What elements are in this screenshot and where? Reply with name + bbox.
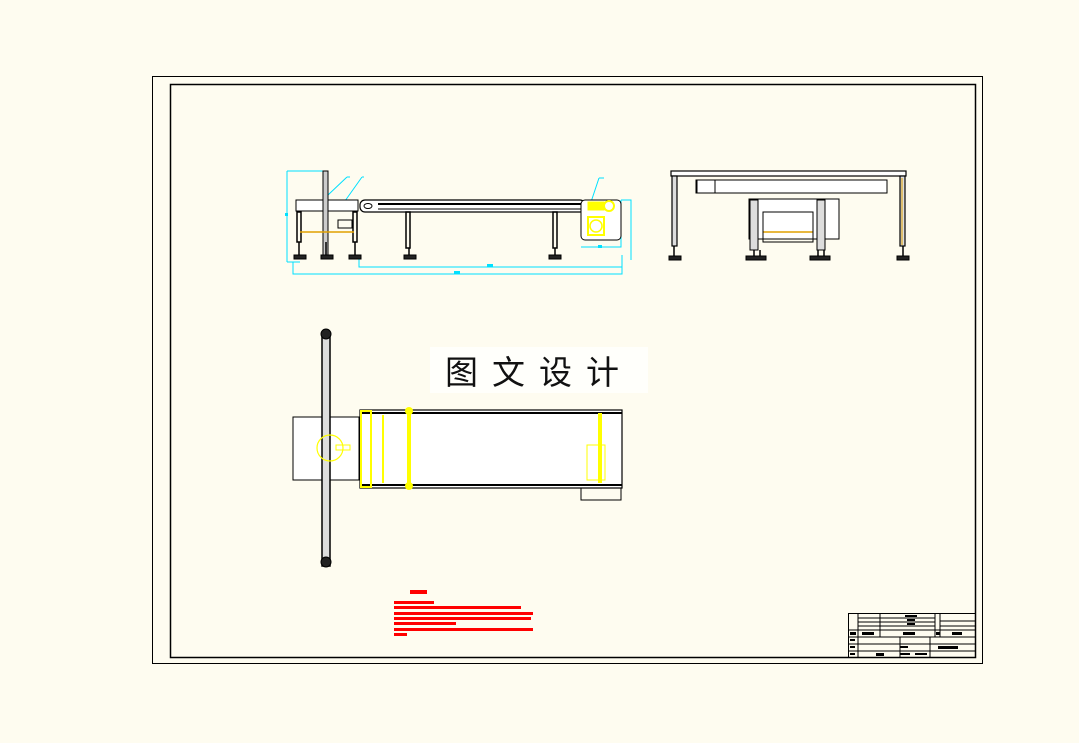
side-view [668, 170, 910, 261]
top-view [292, 328, 623, 568]
title-block [848, 613, 976, 658]
watermark-text: 图文设计 [430, 347, 648, 393]
front-view [285, 170, 632, 275]
inner-frame [169, 83, 977, 659]
feet [293, 254, 562, 260]
dimension-lines [286, 170, 632, 275]
technical-notes [394, 590, 533, 636]
rollers [360, 410, 606, 488]
outer-frame [152, 76, 983, 664]
